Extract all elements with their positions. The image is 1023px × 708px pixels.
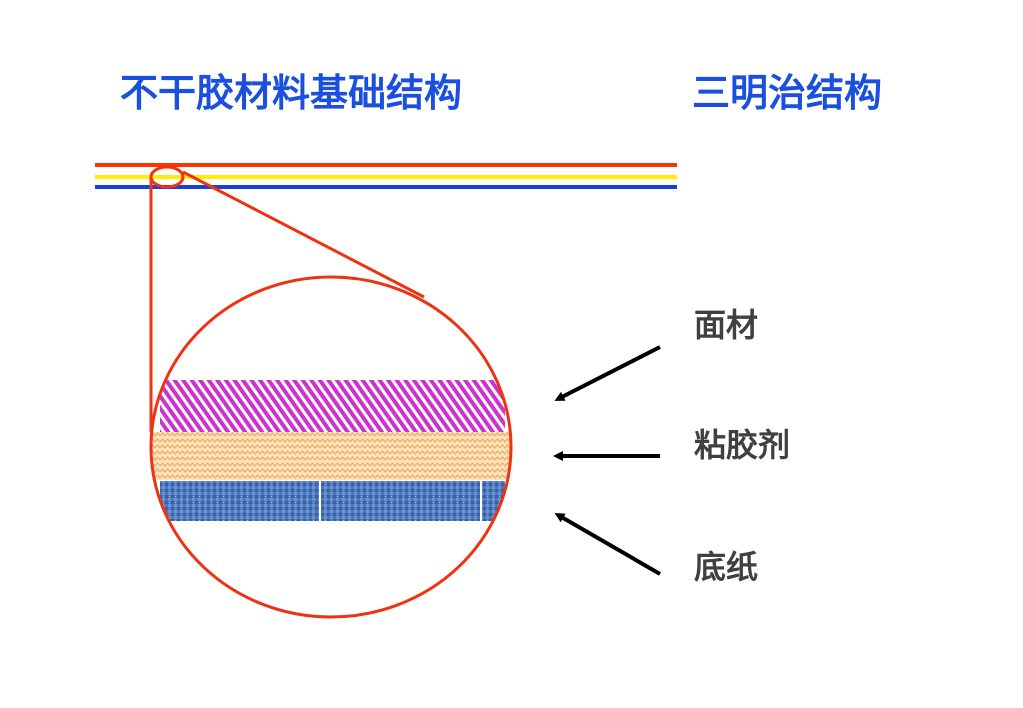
magnifier-lead-right — [182, 170, 425, 299]
label-liner: 底纸 — [694, 548, 759, 586]
layer-stack — [151, 380, 511, 521]
title-base-structure: 不干胶材料基础结构 — [120, 71, 463, 115]
title-sandwich-structure: 三明治结构 — [692, 71, 883, 115]
arrow-liner — [554, 512, 662, 576]
arrows — [553, 345, 662, 576]
arrow-face-stock — [554, 345, 661, 401]
magnifier — [149, 165, 425, 432]
layer-adhesive — [151, 432, 511, 480]
layer-face-stock — [160, 380, 505, 432]
layer-liner — [160, 481, 505, 521]
label-adhesive: 粘胶剂 — [694, 426, 791, 464]
label-face-stock: 面材 — [694, 306, 759, 344]
magnifier-large-circle — [149, 275, 513, 619]
